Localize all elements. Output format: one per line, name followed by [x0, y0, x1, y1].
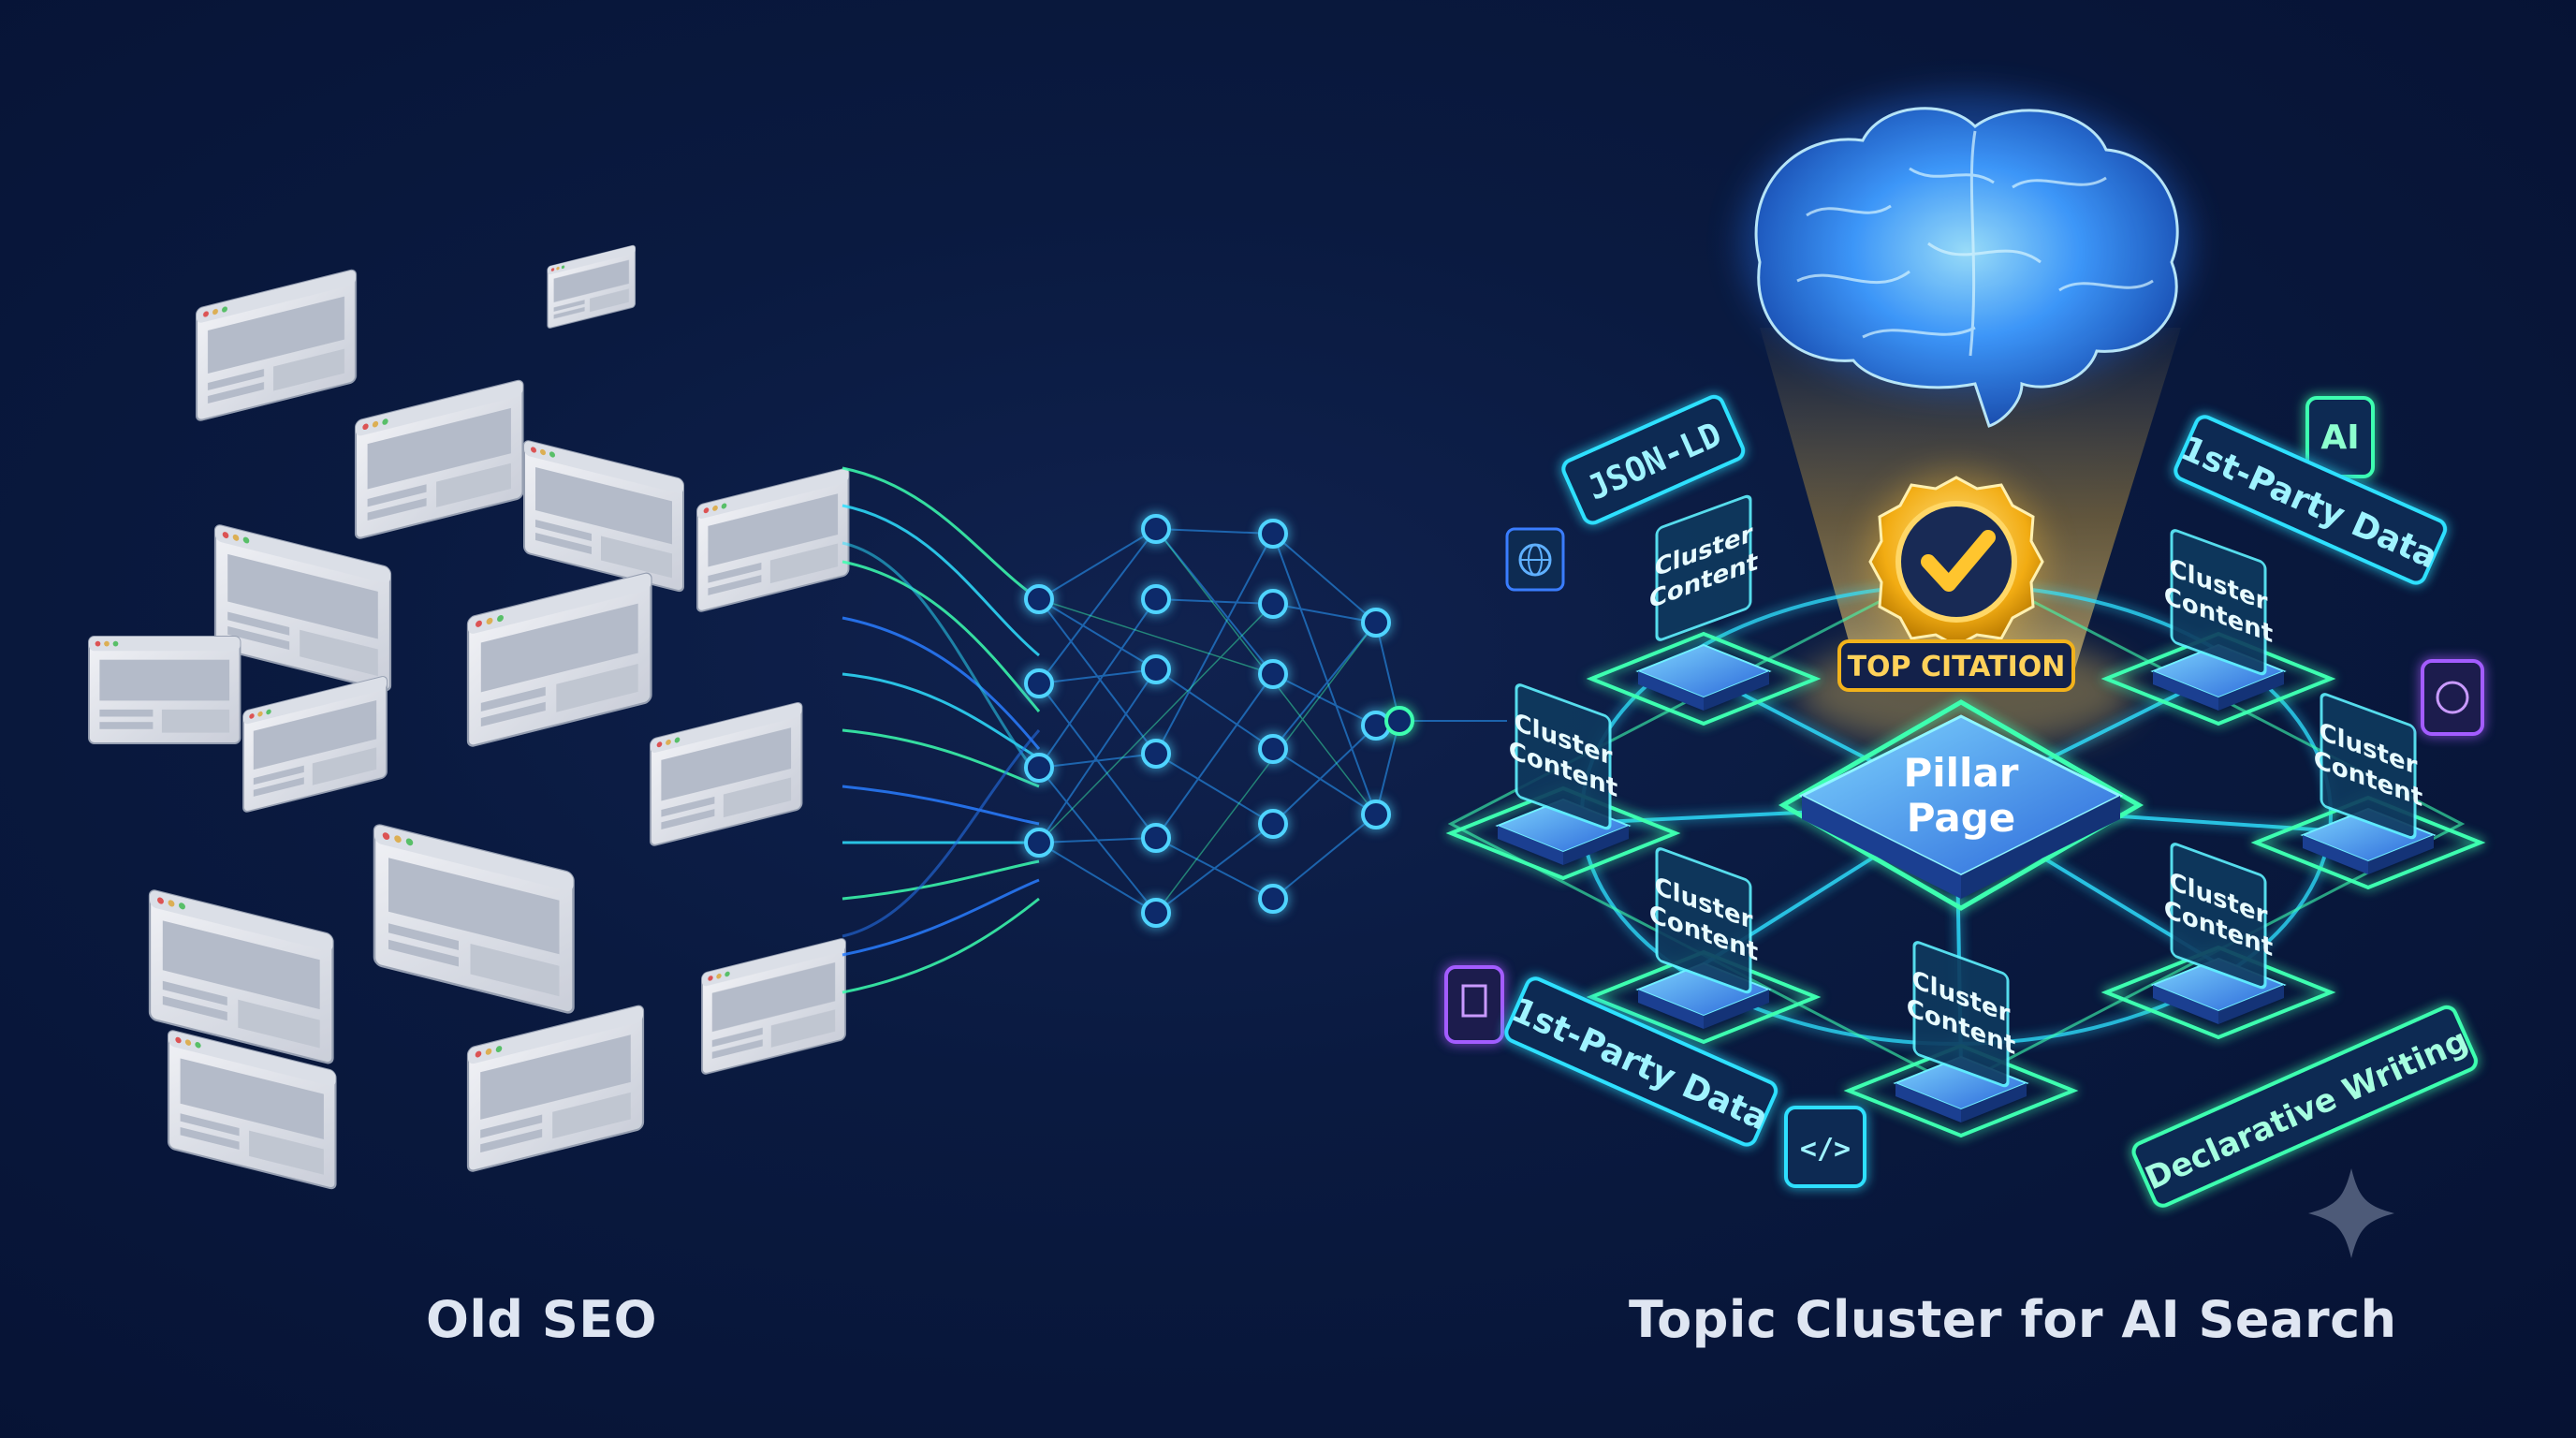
caption-old-seo: Old SEO [426, 1290, 658, 1349]
tag-ai-text: AI [2320, 418, 2359, 457]
tag-declarative-writing-text: Declarative Writing [2140, 1021, 2474, 1197]
pillar-label-line2: Page [1907, 795, 2016, 841]
tag-code-text: </> [1800, 1133, 1851, 1166]
cluster-node-bottom: Cluster Content [1849, 941, 2073, 1136]
checkmark-icon [1921, 530, 1996, 592]
tag-ai: AI [2305, 396, 2375, 478]
cluster-node-left: Cluster Content [1451, 683, 1676, 878]
cluster-node-top-left: Cluster Content [1591, 494, 1816, 724]
data-flow-lines [842, 466, 1041, 994]
sparkle-icon [2308, 1168, 2394, 1258]
top-citation-badge: TOP CITATION [1837, 473, 2075, 692]
cluster-node-bottom-right: Cluster Content [2106, 843, 2331, 1037]
document-icon [1444, 965, 1504, 1044]
badge-label: TOP CITATION [1848, 651, 2066, 683]
cluster-node-bottom-left: Cluster Content [1591, 847, 1816, 1042]
brain-icon [1741, 94, 2190, 428]
pillar-page-platform: Pillar Page [1778, 699, 2144, 911]
caption-topic-cluster: Topic Cluster for AI Search [1629, 1290, 2397, 1349]
cluster-node-right: Cluster Content [2256, 693, 2481, 888]
cluster-node-top-right: Cluster Content [2106, 529, 2331, 724]
scattered-webpages [88, 244, 850, 1191]
tag-code: </> [1784, 1106, 1866, 1188]
pillar-label-line1: Pillar [1903, 750, 2018, 796]
swap-icon [2421, 659, 2484, 736]
globe-icon [1505, 527, 1565, 592]
neural-network [1024, 514, 1507, 928]
tag-declarative-writing: Declarative Writing [2131, 1005, 2479, 1208]
